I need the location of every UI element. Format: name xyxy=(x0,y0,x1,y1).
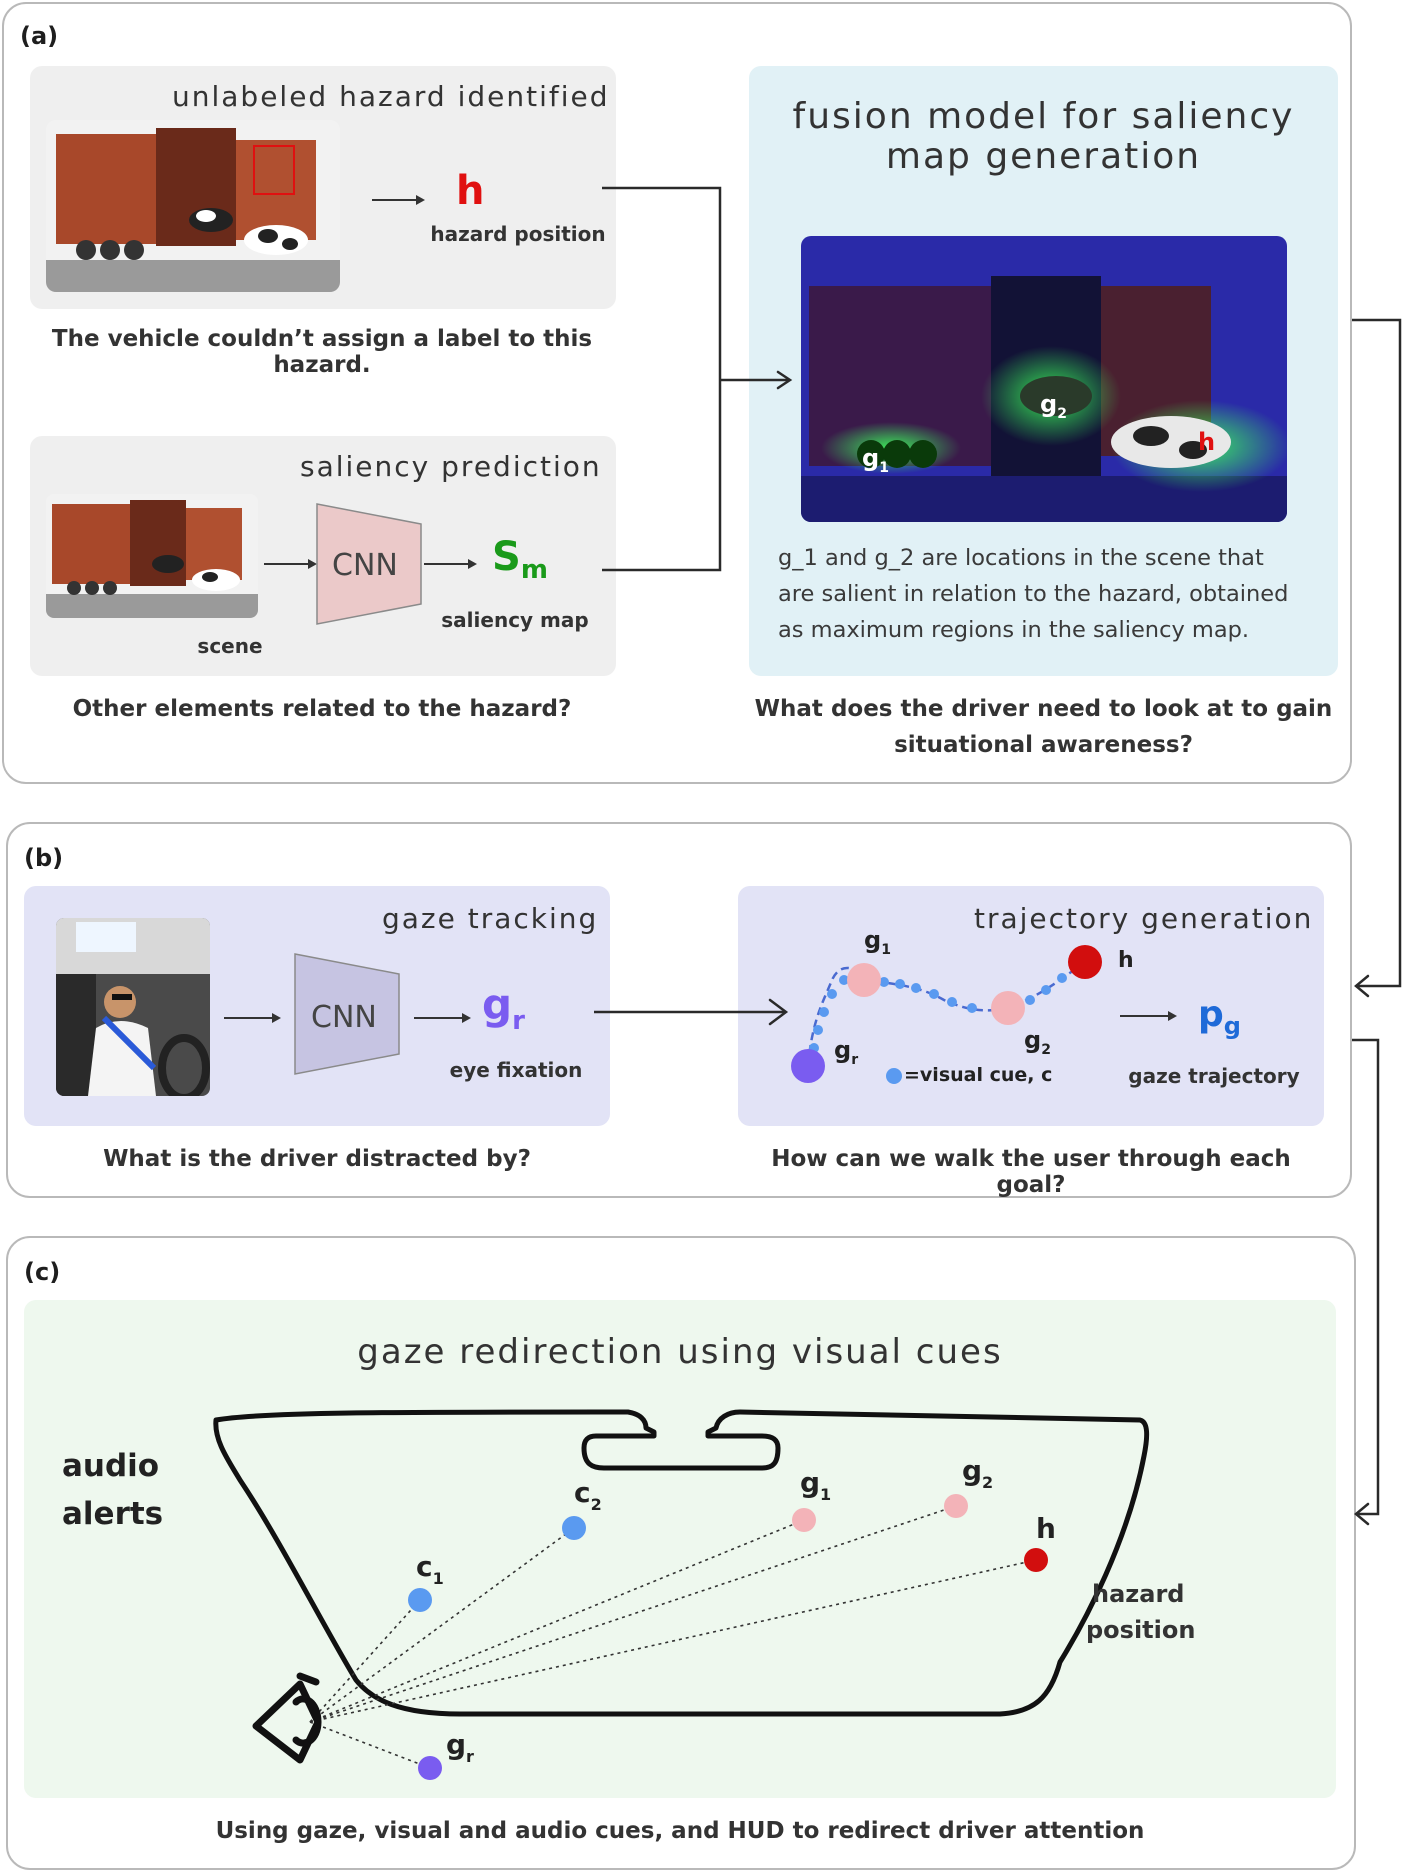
c1-sub: 1 xyxy=(432,1569,444,1588)
pg-symbol-sub: g xyxy=(1223,1012,1241,1040)
traj-gr-main: g xyxy=(834,1036,852,1064)
gaze-box-title: gaze tracking xyxy=(382,902,599,935)
gaze-caption: What is the driver distracted by? xyxy=(103,1146,531,1172)
gr-main: g xyxy=(446,1728,467,1761)
cnn-block-a xyxy=(315,502,423,626)
cnn-label-a: CNN xyxy=(332,548,398,583)
traj-caption: How can we walk the user through each go… xyxy=(771,1146,1291,1198)
c2-sub: 2 xyxy=(590,1495,602,1514)
scene-label: scene xyxy=(197,634,263,658)
saliency-symbol-main: S xyxy=(492,534,521,580)
cnn-to-gaze-arrow xyxy=(412,1008,472,1028)
fused-g2-sub: 2 xyxy=(1057,406,1067,422)
g2-main: g xyxy=(962,1454,983,1487)
cnn-label-b: CNN xyxy=(311,1000,377,1035)
saliency-box-title: saliency prediction xyxy=(300,450,602,483)
scene-image xyxy=(46,494,258,618)
panel-a-label: (a) xyxy=(20,22,59,50)
audio-alerts-line2: alerts xyxy=(62,1496,164,1532)
panel-c-caption: Using gaze, visual and audio cues, and H… xyxy=(215,1818,1145,1844)
fused-g1-sub: 1 xyxy=(879,460,889,476)
panel-b-label: (b) xyxy=(24,844,64,872)
driver-photo xyxy=(56,918,210,1096)
fusion-caption-line2: situational awareness? xyxy=(894,732,1193,758)
gaze-symbol: gr xyxy=(482,980,525,1036)
traj-g1-main: g xyxy=(864,926,882,954)
traj-box-title: trajectory generation xyxy=(974,902,1314,935)
panel-c-label: (c) xyxy=(24,1258,61,1286)
traj-h-label: h xyxy=(1118,948,1134,973)
scene-to-cnn-arrow xyxy=(262,554,318,574)
traj-g1-label: g1 xyxy=(864,926,891,958)
g2-sub: 2 xyxy=(982,1473,994,1492)
g2-label: g2 xyxy=(962,1454,993,1492)
gaze-symbol-sub: r xyxy=(512,1006,525,1036)
hazard-position-line2: position xyxy=(1086,1616,1196,1644)
c2-label: c2 xyxy=(574,1476,602,1514)
pg-symbol-main: p xyxy=(1198,994,1224,1035)
g1-label: g1 xyxy=(800,1466,831,1504)
gr-label: gr xyxy=(446,1728,474,1766)
g1-main: g xyxy=(800,1466,821,1499)
h-label: h xyxy=(1036,1512,1056,1545)
saliency-symbol-sub: m xyxy=(520,555,548,585)
c2-main: c xyxy=(574,1476,591,1509)
fused-g1-label: g1 xyxy=(862,444,889,476)
gaze-redirection-box xyxy=(24,1300,1336,1798)
traj-g2-label: g2 xyxy=(1024,1026,1051,1058)
traj-gr-label: gr xyxy=(834,1036,858,1068)
audio-alerts-line1: audio xyxy=(62,1448,160,1484)
fused-g2-main: g xyxy=(1040,390,1058,418)
fusion-title-line2: map generation xyxy=(885,136,1202,177)
cnn-block-b xyxy=(293,952,401,1076)
hazard-symbol: h xyxy=(456,168,485,214)
gaze-trajectory-label: gaze trajectory xyxy=(1128,1064,1300,1088)
saliency-caption: Other elements related to the hazard? xyxy=(72,696,572,722)
fusion-desc-line3: as maximum regions in the saliency map. xyxy=(778,617,1250,643)
saliency-symbol: Sm xyxy=(492,534,548,585)
saliency-map-label: saliency map xyxy=(441,608,589,632)
fusion-title-line1: fusion model for saliency xyxy=(792,96,1295,137)
trailer-image xyxy=(46,120,340,292)
fused-h-label: h xyxy=(1198,428,1216,456)
traj-g2-sub: 2 xyxy=(1041,1042,1051,1058)
fused-g2-label: g2 xyxy=(1040,390,1067,422)
eye-fixation-label: eye fixation xyxy=(449,1058,583,1082)
fusion-desc-line2: are salient in relation to the hazard, o… xyxy=(778,581,1289,607)
hazard-box-title: unlabeled hazard identified xyxy=(172,80,610,113)
c1-label: c1 xyxy=(416,1550,444,1588)
c1-main: c xyxy=(416,1550,433,1583)
hazard-caption: The vehicle couldn’t assign a label to t… xyxy=(51,326,593,378)
hazard-arrow xyxy=(370,190,426,210)
traj-g2-main: g xyxy=(1024,1026,1042,1054)
traj-g1-sub: 1 xyxy=(881,942,891,958)
gaze-symbol-main: g xyxy=(482,980,513,1029)
traj-to-pg-arrow xyxy=(1118,1006,1178,1026)
hazard-position-label: hazard position xyxy=(430,222,606,246)
cnn-to-saliency-arrow xyxy=(422,554,478,574)
g1-sub: 1 xyxy=(820,1485,832,1504)
gaze-redirection-title: gaze redirection using visual cues xyxy=(357,1332,1003,1372)
photo-to-cnn-arrow xyxy=(222,1008,282,1028)
fused-g1-main: g xyxy=(862,444,880,472)
hazard-position-line1: hazard xyxy=(1092,1580,1185,1608)
gr-sub: r xyxy=(466,1747,474,1766)
fusion-caption-line1: What does the driver need to look at to … xyxy=(754,696,1333,722)
pg-symbol: pg xyxy=(1198,994,1241,1040)
traj-gr-sub: r xyxy=(851,1052,859,1068)
visual-cue-legend: =visual cue, c xyxy=(904,1064,1053,1086)
saliency-fused-image xyxy=(801,236,1287,522)
fusion-desc-line1: g_1 and g_2 are locations in the scene t… xyxy=(778,545,1264,571)
